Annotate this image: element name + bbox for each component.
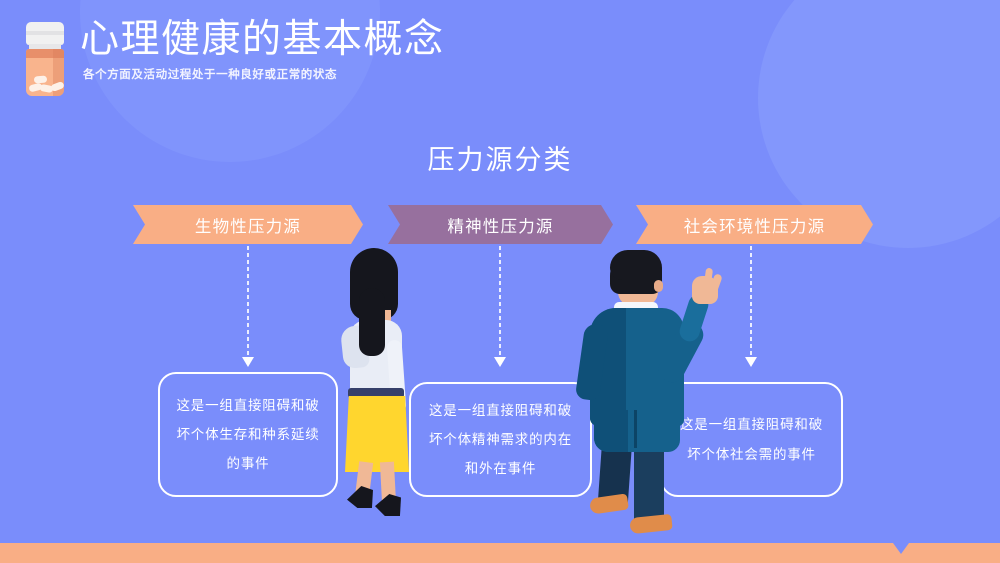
dotted-arrow-down-icon xyxy=(242,246,254,367)
man-figure-illustration xyxy=(572,250,737,535)
page-subtitle: 各个方面及活动过程处于一种良好或正常的状态 xyxy=(83,68,338,81)
woman-figure-illustration xyxy=(323,248,438,516)
category-banner-psychological[interactable]: 精神性压力源 xyxy=(388,205,613,244)
section-heading: 压力源分类 xyxy=(427,145,573,175)
category-banner-social[interactable]: 社会环境性压力源 xyxy=(636,205,873,244)
bottom-accent-bar xyxy=(0,543,1000,563)
pill-bottle-icon xyxy=(22,22,68,96)
page-title: 心理健康的基本概念 xyxy=(80,18,445,61)
description-card-biological[interactable]: 这是一组直接阻碍和破坏个体生存和种系延续的事件 xyxy=(158,372,338,497)
dotted-arrow-down-icon xyxy=(494,246,506,367)
dotted-arrow-down-icon xyxy=(745,246,757,367)
description-card-psychological[interactable]: 这是一组直接阻碍和破坏个体精神需求的内在和外在事件 xyxy=(409,382,592,497)
category-banner-biological[interactable]: 生物性压力源 xyxy=(133,205,363,244)
slide-header: 心理健康的基本概念 各个方面及活动过程处于一种良好或正常的状态 xyxy=(22,18,445,96)
bottom-notch-marker xyxy=(893,543,909,554)
